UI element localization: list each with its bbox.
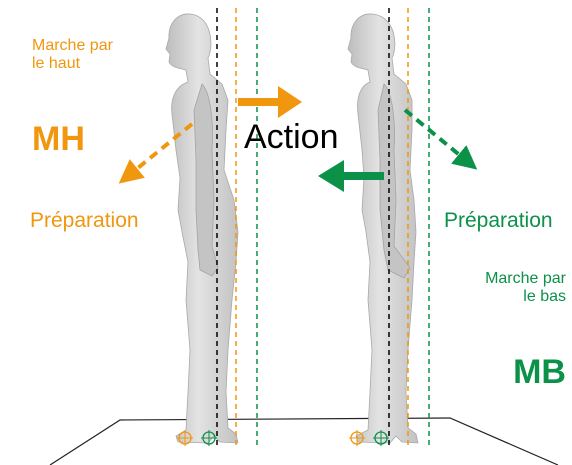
mb-caption-line-1: Marche par [485,270,566,288]
preparation-label-left: Préparation [30,209,139,233]
floor-platform [50,418,558,465]
mh-caption-line-2: le haut [32,55,113,73]
arrow-action-forward [238,86,302,118]
human-figure-left [166,14,238,443]
mb-abbreviation: MB [513,353,566,392]
action-label: Action [244,118,339,157]
mh-caption: Marche par le haut [32,37,113,74]
mb-caption-line-2: le bas [485,288,566,306]
mb-caption: Marche par le bas [485,270,566,307]
preparation-label-right: Préparation [444,209,553,233]
mh-caption-line-1: Marche par [32,37,113,55]
mh-abbreviation: MH [32,120,85,159]
arrow-preparation-right [405,110,468,162]
